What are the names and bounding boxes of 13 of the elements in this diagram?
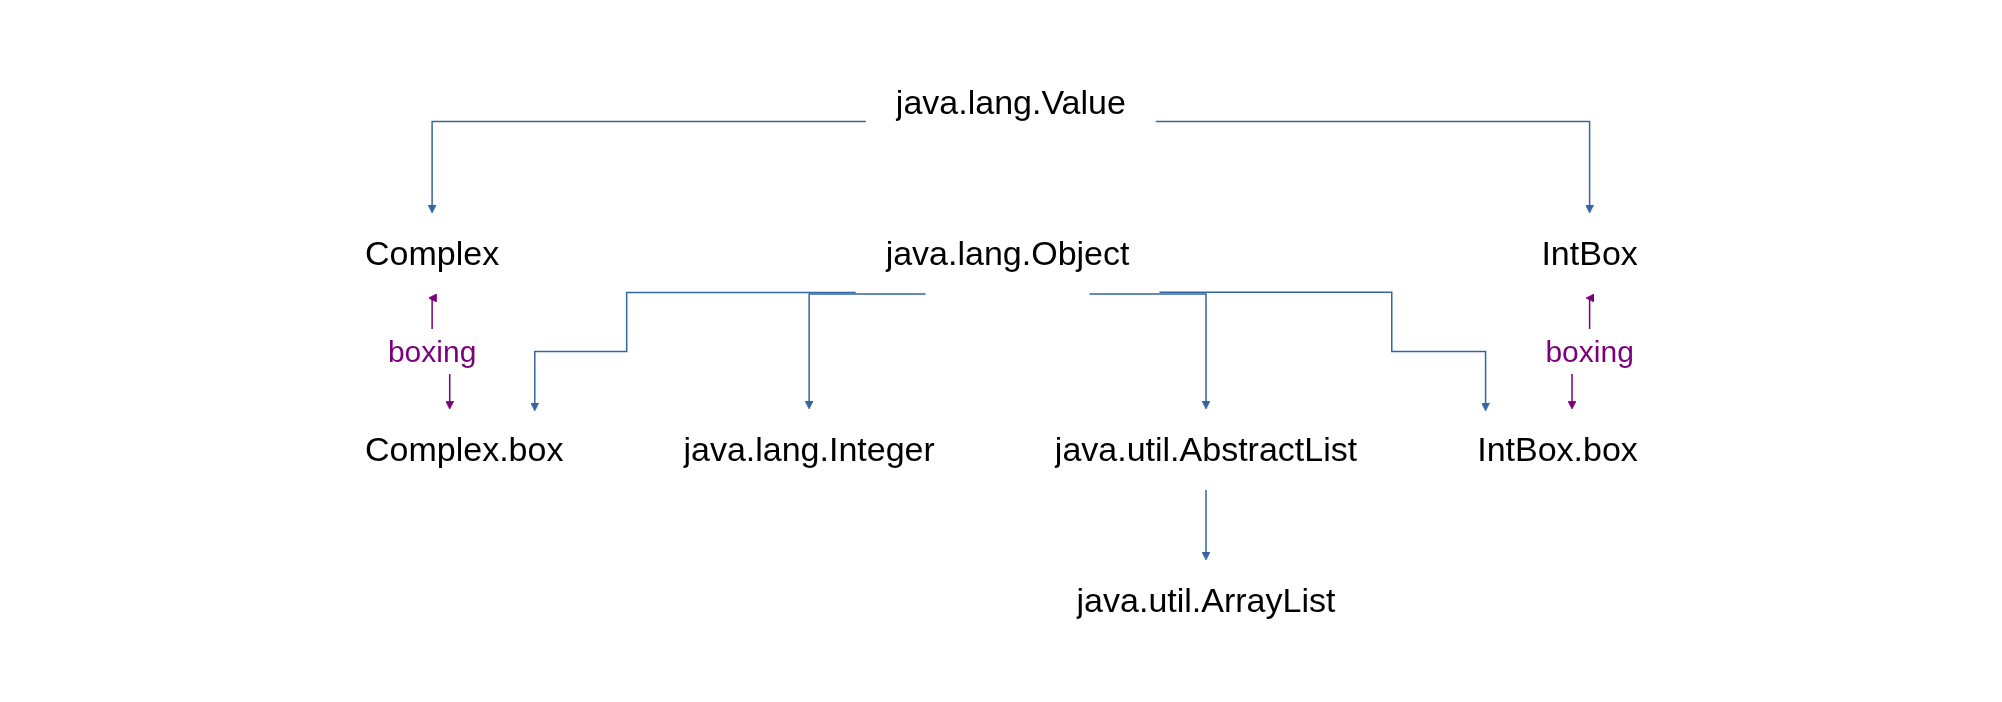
edge-label: boxing (387, 334, 476, 368)
arrow (427, 120, 867, 213)
arrow (1201, 488, 1210, 560)
arrow (529, 291, 856, 411)
node-text: Complex.box (364, 429, 563, 468)
edge-label: boxing (1544, 334, 1634, 368)
arrow (1158, 291, 1490, 411)
node-text: Complex (364, 233, 499, 272)
node-text: IntBox.box (1476, 429, 1638, 468)
node-text: IntBox (1541, 233, 1638, 272)
arrow (804, 292, 926, 409)
arrow (1154, 120, 1594, 213)
arrow (1088, 292, 1210, 409)
